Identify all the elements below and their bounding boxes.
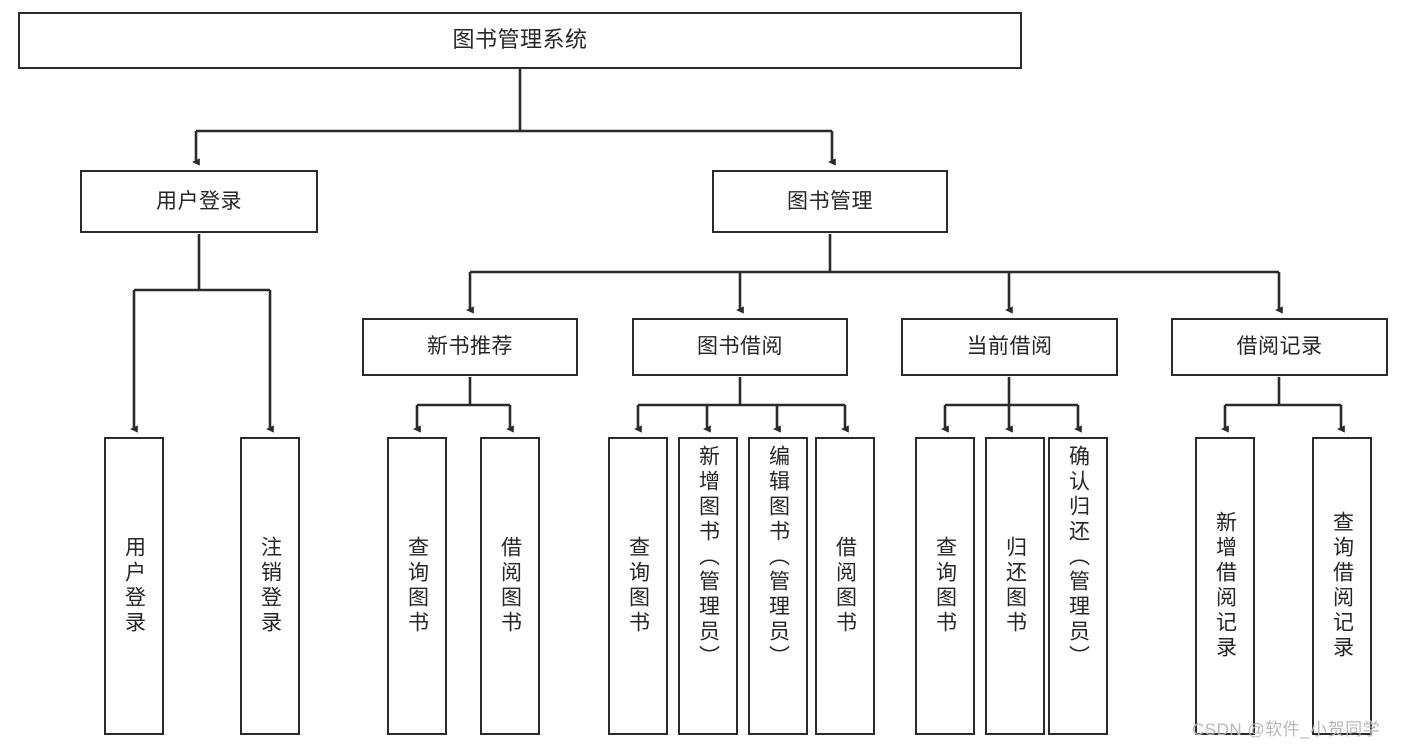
node-user-login[interactable]: 用户登录 [80, 170, 318, 233]
node-label: 图书管理系统 [452, 27, 588, 53]
node-label: 借阅图书 [833, 536, 857, 636]
node-label: 新书推荐 [427, 335, 513, 359]
node-label: 编辑图书（管理员） [766, 445, 790, 670]
leaf-query-book-recommend[interactable]: 查询图书 [387, 437, 447, 735]
node-label: 注销登录 [258, 536, 282, 636]
leaf-user-login[interactable]: 用户登录 [104, 437, 164, 735]
node-label: 归还图书 [1003, 536, 1027, 636]
leaf-add-book-admin[interactable]: 新增图书（管理员） [678, 437, 738, 735]
leaf-user-logout[interactable]: 注销登录 [240, 437, 300, 735]
node-label: 用户登录 [156, 189, 242, 213]
node-borrow-record[interactable]: 借阅记录 [1171, 318, 1388, 376]
node-label: 借阅记录 [1236, 335, 1323, 359]
node-book-management[interactable]: 图书管理 [712, 170, 948, 233]
leaf-edit-book-admin[interactable]: 编辑图书（管理员） [748, 437, 808, 735]
leaf-borrow-book-recommend[interactable]: 借阅图书 [480, 437, 540, 735]
node-label: 查询图书 [626, 536, 650, 636]
node-label: 新增借阅记录 [1213, 511, 1237, 661]
node-label: 用户登录 [122, 536, 146, 636]
node-current-borrow[interactable]: 当前借阅 [901, 318, 1118, 376]
node-label: 新增图书（管理员） [696, 445, 720, 670]
node-book-borrow[interactable]: 图书借阅 [632, 318, 848, 376]
leaf-query-borrow-record[interactable]: 查询借阅记录 [1312, 437, 1372, 735]
csdn-watermark: CSDN @软件_小贺同学 [1192, 720, 1381, 739]
leaf-add-borrow-record[interactable]: 新增借阅记录 [1195, 437, 1255, 735]
node-label: 确认归还（管理员） [1066, 445, 1090, 670]
leaf-query-book-current[interactable]: 查询图书 [915, 437, 975, 735]
node-label: 查询借阅记录 [1330, 511, 1354, 661]
node-new-book-recommend[interactable]: 新书推荐 [362, 318, 578, 376]
node-label: 借阅图书 [498, 536, 522, 636]
node-label: 图书管理 [787, 189, 873, 213]
node-label: 当前借阅 [966, 335, 1053, 359]
leaf-return-book[interactable]: 归还图书 [985, 437, 1045, 735]
node-label: 查询图书 [933, 536, 957, 636]
node-label: 图书借阅 [697, 335, 783, 359]
leaf-borrow-book[interactable]: 借阅图书 [815, 437, 875, 735]
node-root-book-management-system[interactable]: 图书管理系统 [18, 12, 1022, 69]
node-label: 查询图书 [405, 536, 429, 636]
leaf-query-book-borrow[interactable]: 查询图书 [608, 437, 668, 735]
leaf-confirm-return-admin[interactable]: 确认归还（管理员） [1048, 437, 1108, 735]
